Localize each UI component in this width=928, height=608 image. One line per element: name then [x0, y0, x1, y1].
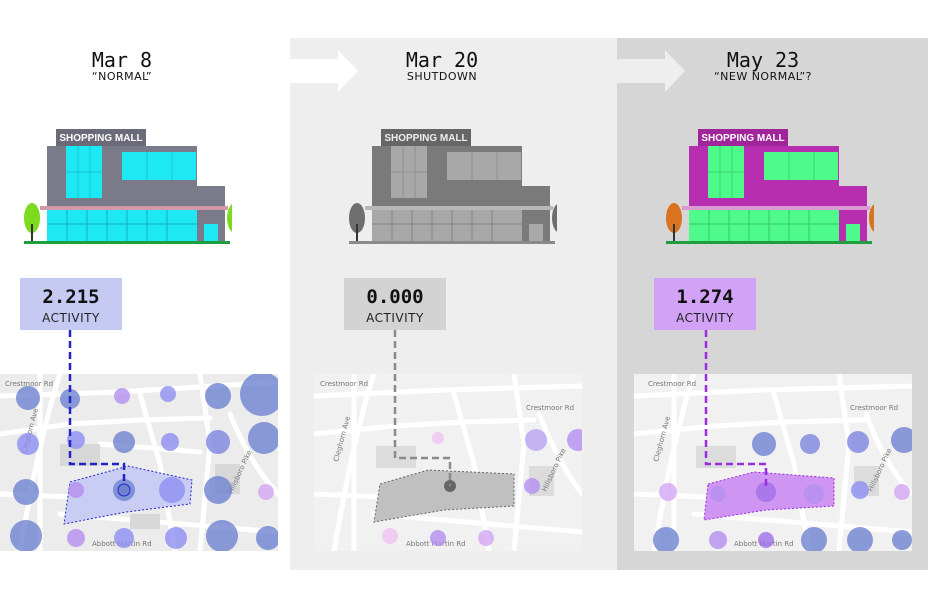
tree-icon: [869, 204, 874, 232]
mall-sign: SHOPPING MALL: [701, 133, 784, 144]
street-label: Crestmoor Rd: [320, 380, 368, 388]
activity-value: 1.274: [676, 286, 734, 308]
activity-label: ACTIVITY: [676, 311, 734, 325]
arrow-right-icon: [290, 50, 358, 92]
tree-icon: [349, 203, 365, 241]
street-label: Crestmoor Rd: [648, 380, 696, 388]
activity-dots: [382, 429, 582, 546]
panel-date: Mar 8: [91, 48, 153, 72]
activity-box: 0.000 ACTIVITY: [344, 278, 446, 330]
activity-label: ACTIVITY: [42, 311, 100, 325]
map-new-normal: Crestmoor Rd Crestmoor Rd Cleghorn Ave H…: [634, 374, 912, 551]
street-label: Crestmoor Rd: [5, 380, 53, 388]
panel-date: Mar 20: [405, 48, 479, 72]
tree-icon: [24, 203, 40, 241]
activity-value: 0.000: [366, 286, 424, 308]
panel-date: May 23: [726, 48, 800, 72]
tree-icon: [227, 204, 232, 232]
map-normal: Crestmoor Rd Clegborn Ave Hillsboro Pike…: [0, 374, 278, 551]
arrow-right-icon: [617, 50, 685, 92]
panel-subtitle: SHUTDOWN: [406, 70, 478, 83]
activity-label: ACTIVITY: [366, 311, 424, 325]
tree-icon: [552, 204, 557, 232]
activity-box: 2.215 ACTIVITY: [20, 278, 122, 330]
activity-value: 2.215: [42, 286, 100, 308]
mall-sign: SHOPPING MALL: [384, 133, 467, 144]
panel-subtitle: “NEW NORMAL”?: [713, 70, 813, 83]
mall-sign: SHOPPING MALL: [59, 133, 142, 144]
shopping-mall-icon: SHOPPING MALL: [666, 129, 874, 244]
map-shutdown: Crestmoor Rd Crestmoor Rd Cleghorn Ave H…: [314, 374, 582, 551]
street-label: Crestmoor Rd: [526, 404, 574, 412]
activity-box: 1.274 ACTIVITY: [654, 278, 756, 330]
tree-icon: [666, 203, 682, 241]
panel-subtitle: “NORMAL”: [91, 70, 153, 83]
shopping-mall-icon: SHOPPING MALL: [24, 129, 232, 244]
shopping-mall-icon: SHOPPING MALL: [349, 129, 557, 244]
street-label: Crestmoor Rd: [850, 404, 898, 412]
